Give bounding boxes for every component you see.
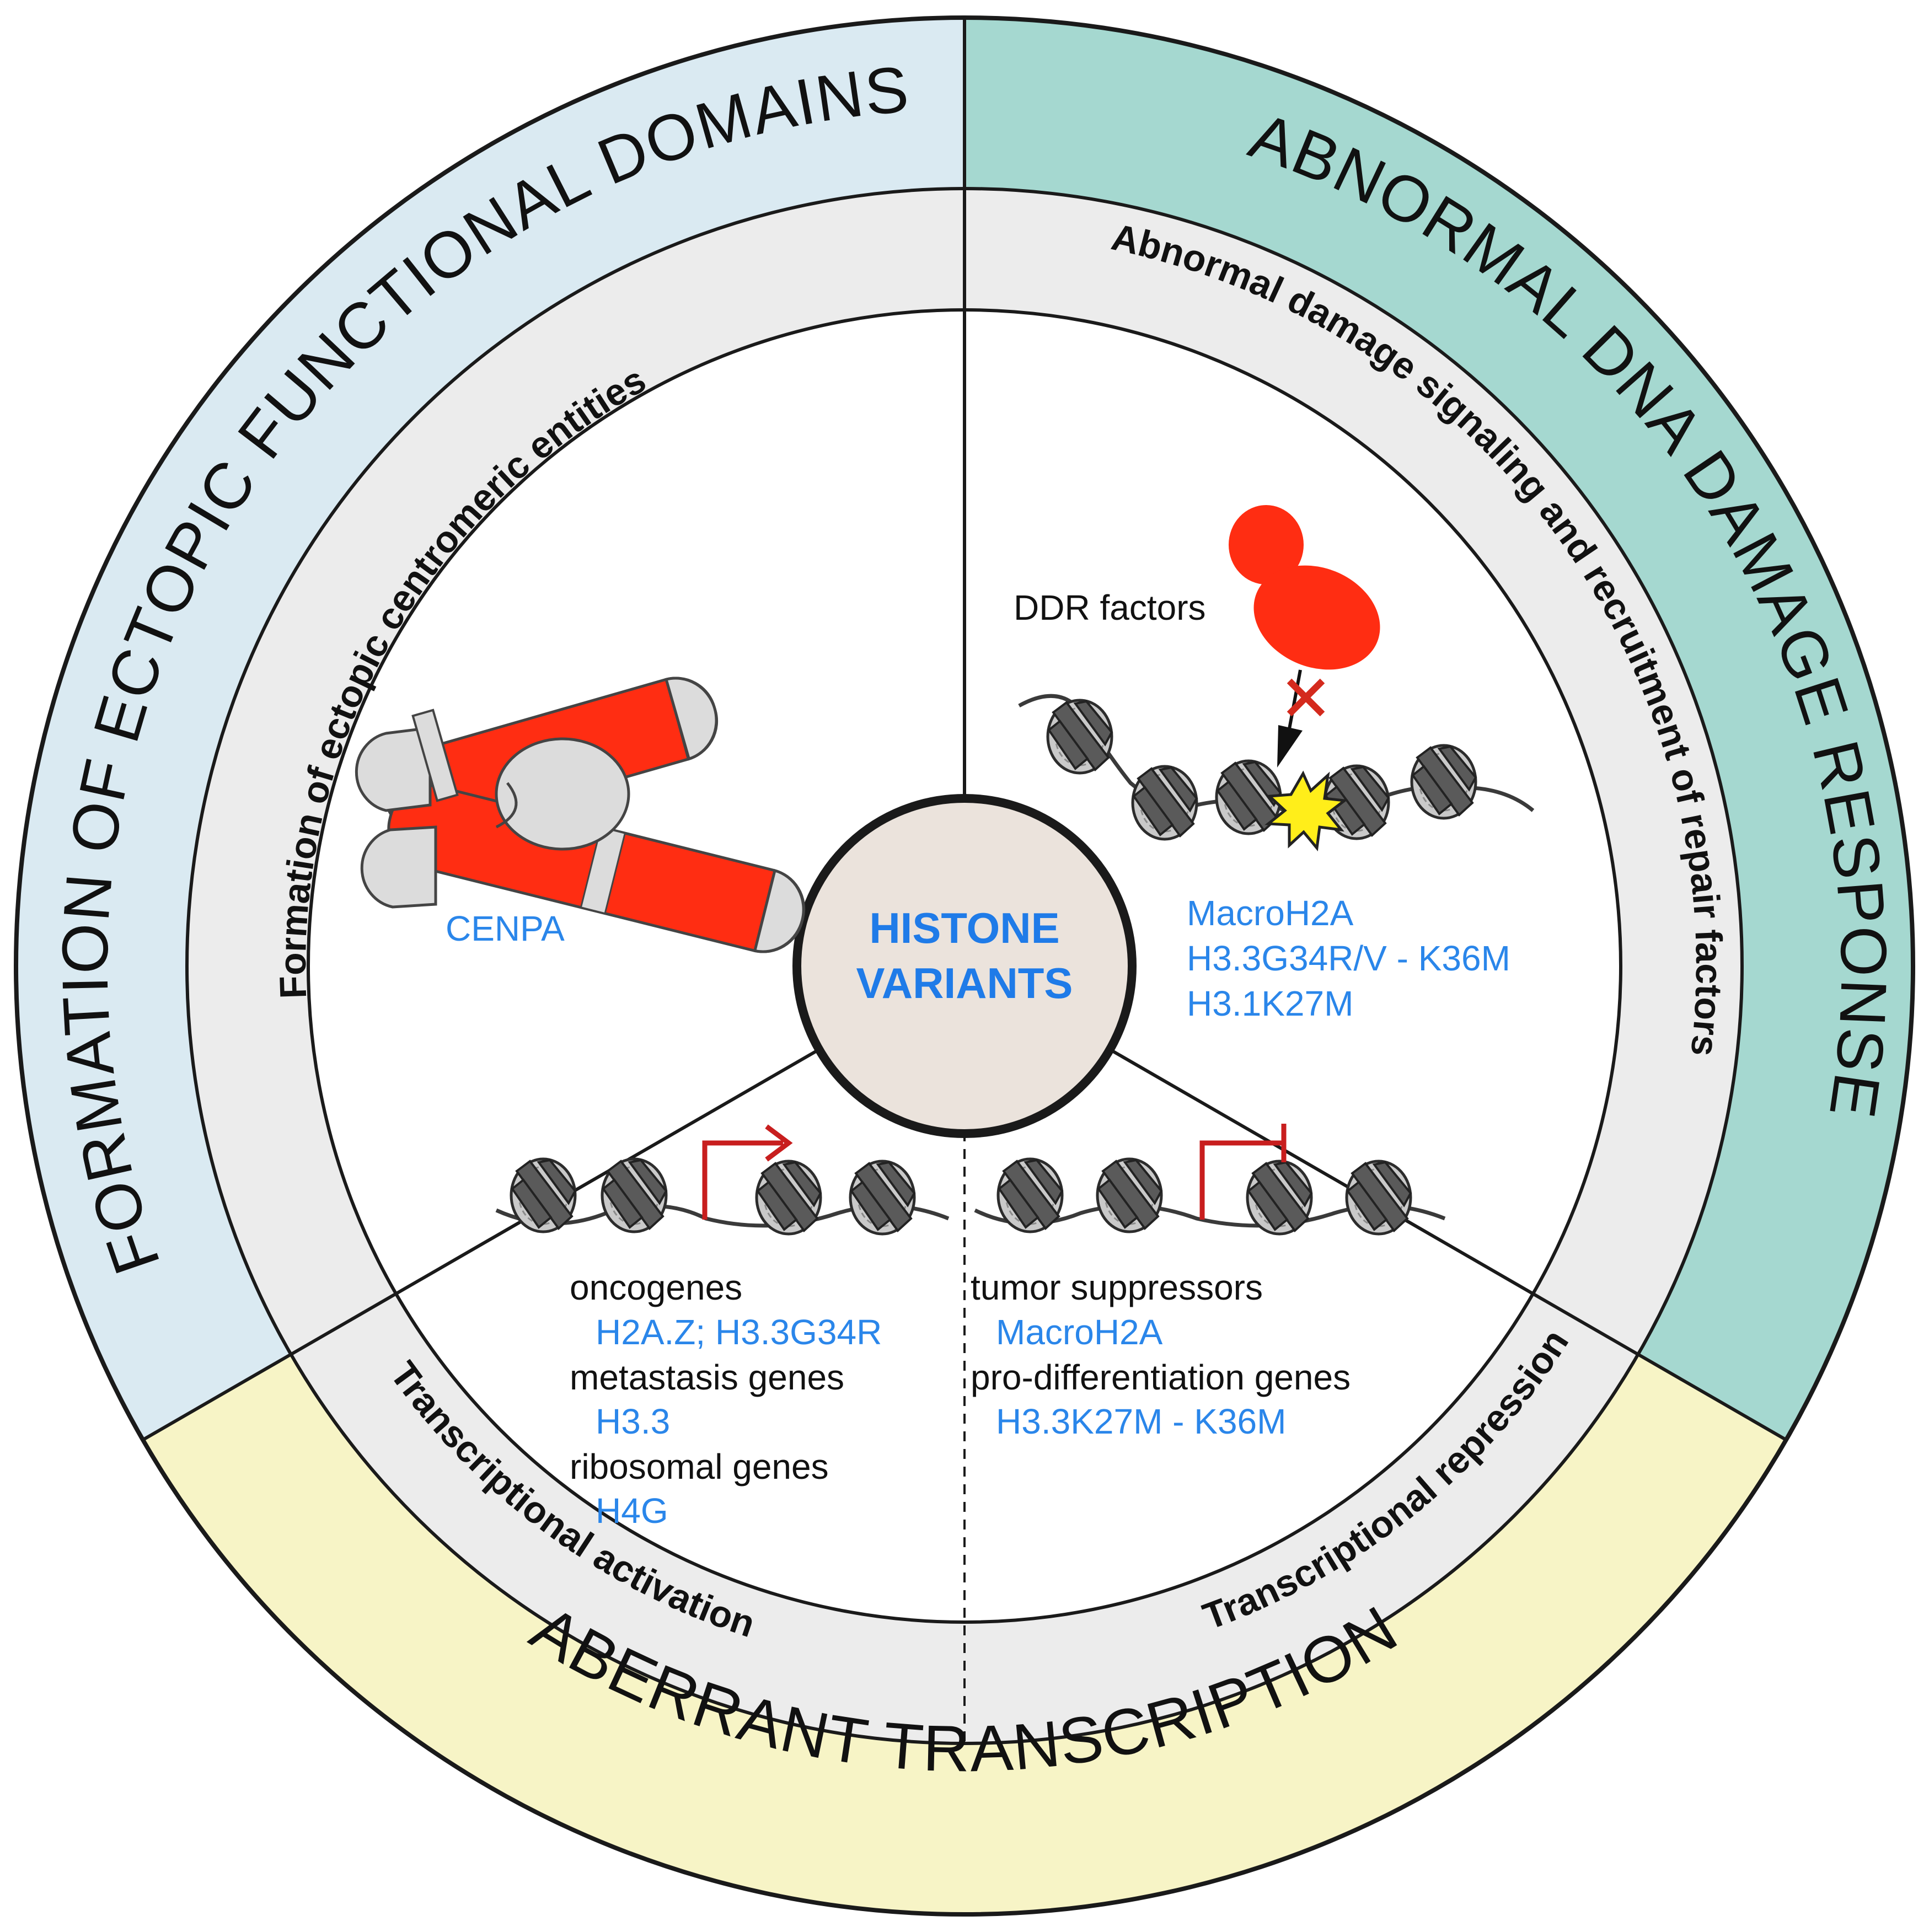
ddr-factors-label: DDR factors	[1014, 588, 1206, 627]
activation-arrow-icon	[702, 1124, 793, 1220]
repression-variants-2: H3.3K27M - K36M	[996, 1402, 1286, 1441]
repression-genes-2: pro-differentiation genes	[971, 1357, 1351, 1397]
ddr-variant-2: H3.3G34R/V - K36M	[1187, 938, 1510, 978]
ddr-factor-large	[1253, 565, 1380, 670]
divider-left	[141, 1043, 828, 1442]
ddr-variant-3: H3.1K27M	[1187, 984, 1353, 1023]
cenpa-label: CENPA	[446, 909, 565, 948]
activation-genes-2: metastasis genes	[570, 1357, 844, 1397]
activation-variants-2: H3.3	[596, 1402, 670, 1441]
repression-variants-1: MacroH2A	[996, 1312, 1163, 1352]
repression-block-icon	[1199, 1124, 1287, 1220]
ddr-variant-1: MacroH2A	[1187, 893, 1354, 933]
blocked-recruitment-arrow	[1277, 669, 1325, 768]
activation-genes-3: ribosomal genes	[570, 1447, 829, 1486]
activation-genes-1: oncogenes	[570, 1268, 742, 1307]
divider-right	[1101, 1043, 1788, 1442]
ddr-factor-small	[1229, 505, 1304, 584]
activation-variants-3: H4G	[596, 1491, 668, 1531]
center-label-line1: HISTONE	[869, 904, 1059, 952]
center-circle	[792, 794, 1137, 1138]
repression-genes-1: tumor suppressors	[971, 1268, 1263, 1307]
dna-damage-icon	[1264, 770, 1348, 852]
ddr-chromatin-fiber	[1018, 694, 1535, 839]
activation-variants-1: H2A.Z; H3.3G34R	[596, 1312, 882, 1352]
chromosome-icon	[355, 677, 806, 953]
repression-chromatin-fiber	[974, 1159, 1446, 1234]
center-label-line2: VARIANTS	[856, 959, 1073, 1007]
